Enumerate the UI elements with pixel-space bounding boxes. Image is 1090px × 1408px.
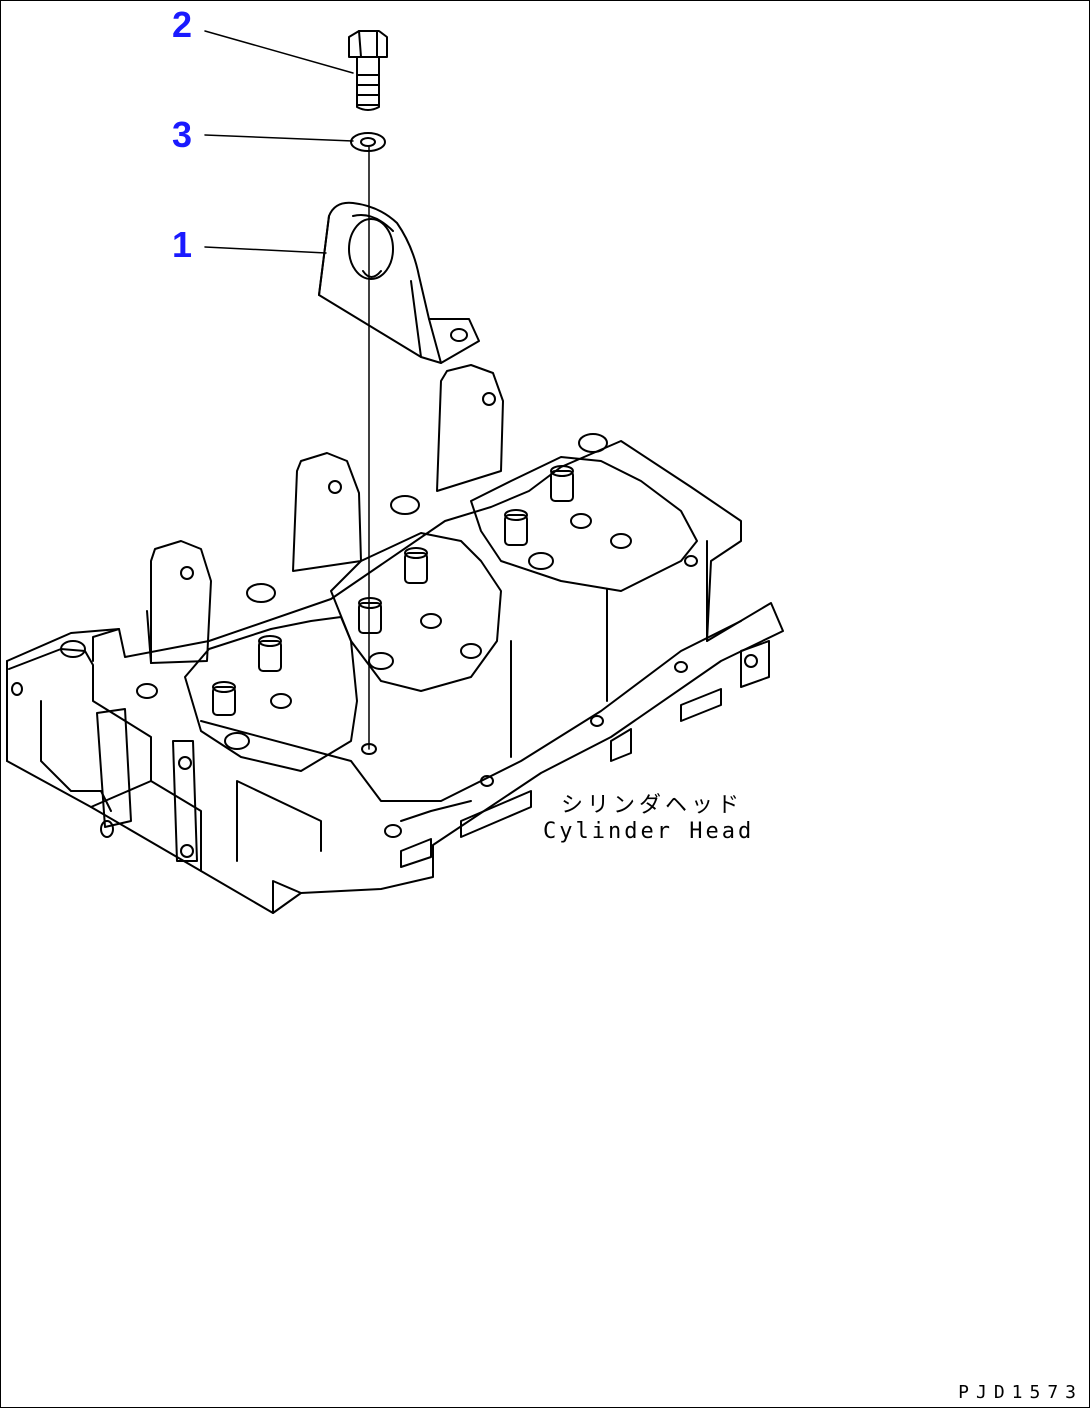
leader-lines [204, 30, 370, 750]
cylinder-head-label-en: Cylinder Head [543, 819, 755, 844]
callout-number-1: 1 [172, 224, 193, 265]
cylinder-head-block [6, 364, 784, 914]
leader-line-2 [204, 30, 354, 74]
callout-number-2: 2 [172, 4, 193, 45]
leader-line-1 [204, 246, 327, 254]
drawing-code: PJD1573 [958, 1382, 1083, 1403]
washer-part [350, 132, 386, 152]
callout-number-3: 3 [172, 114, 193, 155]
cylinder-head-label-jp: シリンダヘッド [561, 793, 744, 818]
bolt-part [348, 30, 388, 111]
leader-line-3 [204, 134, 354, 142]
hanger-part [318, 201, 480, 364]
